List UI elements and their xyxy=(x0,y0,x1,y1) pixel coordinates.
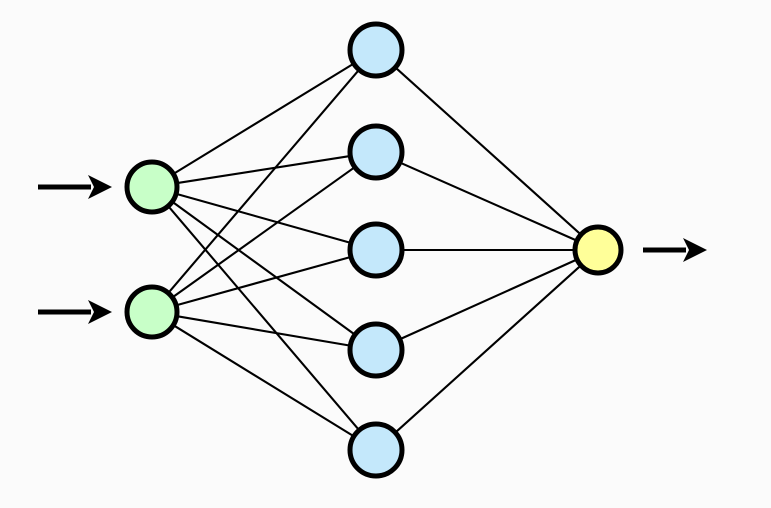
hidden-node-5[interactable] xyxy=(347,421,405,479)
edge-i1-h5 xyxy=(165,203,362,433)
hidden-node-4[interactable] xyxy=(347,321,405,379)
edge-h2-o1 xyxy=(396,160,580,243)
edge-i2-h4 xyxy=(173,314,354,348)
edge-i1-h4 xyxy=(169,199,358,337)
edge-h5-o1 xyxy=(392,263,584,435)
input-node-2[interactable] xyxy=(124,284,180,340)
input-arrow-1-head xyxy=(88,175,112,199)
edge-i2-h5 xyxy=(170,323,357,439)
edge-i1-h1 xyxy=(170,61,357,177)
edge-h4-o1 xyxy=(396,257,580,342)
input-arrow-2-head xyxy=(88,300,112,324)
hidden-node-1[interactable] xyxy=(347,21,405,79)
node-group xyxy=(124,21,624,479)
edge-i1-h2 xyxy=(173,154,354,185)
io-arrow-group xyxy=(38,175,707,324)
edge-i1-h3 xyxy=(173,192,354,245)
input-node-1[interactable] xyxy=(124,159,180,215)
hidden-node-3[interactable] xyxy=(347,221,405,279)
edge-i2-h3 xyxy=(173,255,354,307)
edge-i2-h2 xyxy=(169,164,358,300)
edge-h1-o1 xyxy=(392,65,584,237)
edge-group xyxy=(165,61,584,439)
output-arrow-1-head xyxy=(683,238,707,262)
hidden-node-2[interactable] xyxy=(347,123,405,181)
edge-i2-h1 xyxy=(165,67,362,296)
output-node-1[interactable] xyxy=(572,224,624,276)
